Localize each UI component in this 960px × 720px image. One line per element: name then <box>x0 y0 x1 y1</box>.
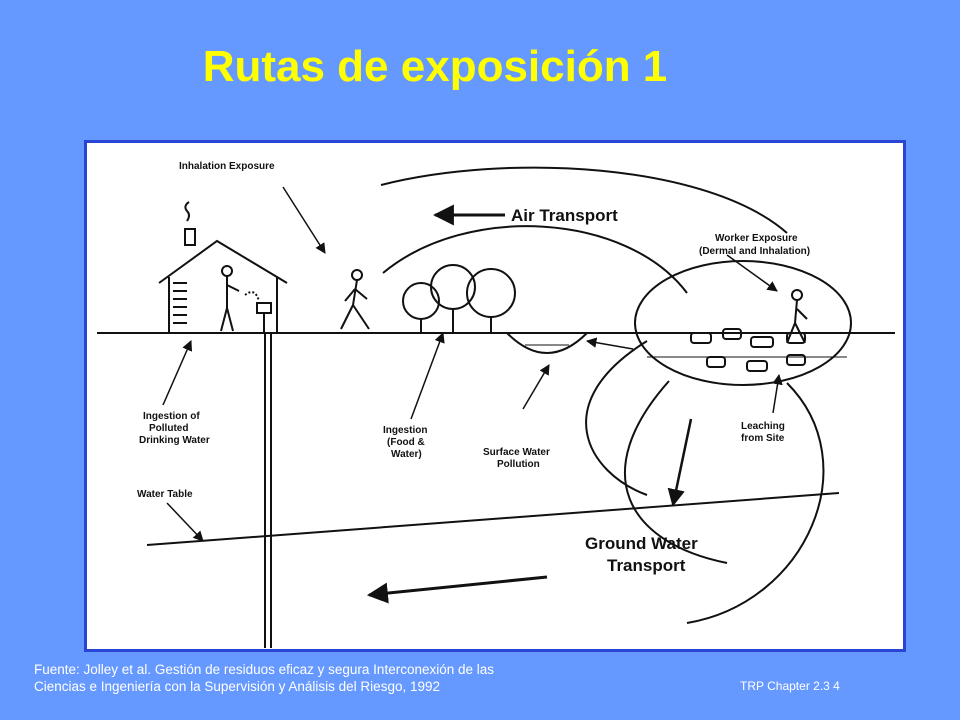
label-ingestion-food-3: Water) <box>391 449 422 460</box>
arrow-ingestion-drinking <box>162 340 193 406</box>
label-ingestion-polluted-1: Ingestion of <box>143 411 200 422</box>
air-transport-arc-outer <box>380 166 788 234</box>
label-leaching-2: from Site <box>741 433 785 444</box>
pond-icon <box>506 332 588 354</box>
arrow-surface-water <box>522 364 550 410</box>
slide-number: TRP Chapter 2.3 4 <box>740 679 840 693</box>
label-ground-water-transport: Transport <box>607 556 686 575</box>
arrow-ingestion-food <box>410 332 445 420</box>
walking-person-icon <box>340 269 370 330</box>
groundwater-loop-left <box>585 340 648 496</box>
worker-icon <box>786 289 808 344</box>
diagram-canvas: Inhalation Exposure Air Transport Worker… <box>97 161 895 648</box>
label-surface-water-2: Pollution <box>497 459 540 470</box>
label-leaching-1: Leaching <box>741 421 785 432</box>
label-air-transport: Air Transport <box>511 206 618 225</box>
arrow-groundwater-flow <box>366 575 548 604</box>
arrow-worker <box>726 254 778 292</box>
label-worker-exposure-1: Worker Exposure <box>715 233 798 244</box>
groundwater-loop-right <box>624 380 728 564</box>
air-transport-arc-inner <box>382 225 688 294</box>
slide-title: Rutas de exposición 1 <box>202 42 668 91</box>
label-ingestion-polluted-3: Drinking Water <box>139 435 210 446</box>
trees-icon <box>402 264 516 333</box>
exposure-diagram: Inhalation Exposure Air Transport Worker… <box>84 140 906 652</box>
arrow-to-pond <box>585 337 634 350</box>
label-water-table: Water Table <box>137 489 193 500</box>
groundwater-loop-return <box>686 382 825 624</box>
arrow-leaching <box>772 373 783 414</box>
source-citation-line-2: Ciencias e Ingeniería con la Supervisión… <box>34 679 440 694</box>
water-table-line-upper <box>146 492 840 546</box>
house-icon <box>158 201 288 333</box>
label-inhalation-exposure: Inhalation Exposure <box>179 161 275 172</box>
label-ingestion-food-1: Ingestion <box>383 425 427 436</box>
arrow-down-to-groundwater <box>667 418 693 507</box>
label-ingestion-food-2: (Food & <box>387 437 425 448</box>
arrow-inhalation <box>282 186 326 254</box>
label-ingestion-polluted-2: Polluted <box>149 423 188 434</box>
label-worker-exposure-2: (Dermal and Inhalation) <box>699 246 810 257</box>
person-drinking-icon <box>220 265 240 332</box>
source-citation-line-1: Fuente: Jolley et al. Gestión de residuo… <box>34 662 495 677</box>
waste-drums-icon <box>647 328 847 372</box>
label-surface-water-1: Surface Water <box>483 447 550 458</box>
well-pipe-icon <box>244 291 272 648</box>
arrow-water-table <box>166 502 204 542</box>
source-citation: Fuente: Jolley et al. Gestión de residuo… <box>34 661 494 695</box>
label-ground-water: Ground Water <box>585 534 698 553</box>
waste-site-ellipse <box>634 260 852 386</box>
